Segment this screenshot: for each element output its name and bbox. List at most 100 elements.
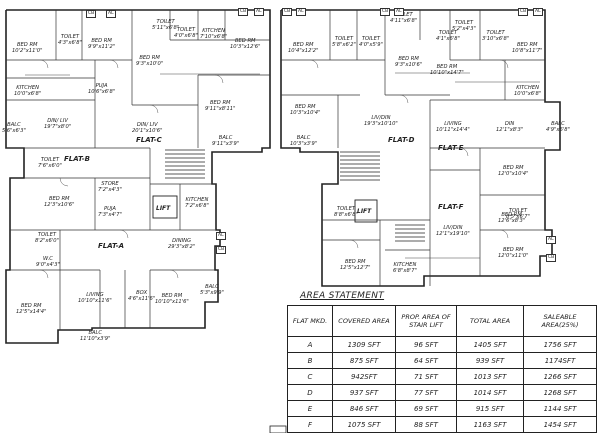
table-cell: 1756 SFT (523, 336, 597, 353)
table-cell: 1405 SFT (456, 336, 524, 353)
flat-label-a: FLAT-A (98, 242, 125, 250)
table-cell: 939 SFT (456, 352, 524, 369)
table-cell: 88 SFT (395, 416, 457, 433)
table-header-row: FLAT MKD. COVERED AREA PROP. AREA OF STA… (287, 305, 597, 337)
table-cell: 71 SFT (395, 368, 457, 385)
table-cell: E (287, 400, 333, 417)
table-cell: 875 SFT (332, 352, 396, 369)
table-cell: 846 SFT (332, 400, 396, 417)
table-cell: C (287, 368, 333, 385)
table-cell: A (287, 336, 333, 353)
table-cell: 1268 SFT (523, 384, 597, 401)
flat-label-e: FLAT-E (438, 144, 464, 152)
table-row: B 875 SFT 64 SFT 939 SFT 1174SFT (287, 352, 597, 369)
table-cell: 1014 SFT (456, 384, 524, 401)
outer-walls (5, 9, 561, 344)
table-cell: 1454 SFT (523, 416, 597, 433)
column-tag: CB (518, 8, 529, 16)
area-statement-table: FLAT MKD. COVERED AREA PROP. AREA OF STA… (287, 305, 597, 433)
interior-walls (6, 10, 545, 330)
column-tag: CB (238, 8, 249, 16)
table-cell: F (287, 416, 333, 433)
table-cell: 1075 SFT (332, 416, 396, 433)
flat-label-f: FLAT-F (438, 203, 464, 211)
column-tag: AL (254, 8, 264, 16)
column-tag: CB (546, 254, 557, 262)
table-cell: 64 SFT (395, 352, 457, 369)
table-cell: 69 SFT (395, 400, 457, 417)
column-tag: AL (546, 236, 556, 244)
column-header: FLAT MKD. (287, 305, 333, 337)
column-header: SALEABLE AREA(25%) (523, 305, 597, 337)
table-cell: 1144 SFT (523, 400, 597, 417)
table-cell: 77 SFT (395, 384, 457, 401)
table-cell: B (287, 352, 333, 369)
column-tag: CB (380, 8, 391, 16)
table-cell: 942SFT (332, 368, 396, 385)
table-cell: 937 SFT (332, 384, 396, 401)
door-swings (39, 59, 509, 279)
column-header: TOTAL AREA (456, 305, 524, 337)
table-cell: 1174SFT (523, 352, 597, 369)
flat-label-d: FLAT-D (388, 136, 415, 144)
table-cell: 1163 SFT (456, 416, 524, 433)
column-header: PROP. AREA OF STAIR LIFT (395, 305, 457, 337)
staircases (165, 149, 425, 242)
column-tag: AL (296, 8, 306, 16)
table-row: F 1075 SFT 88 SFT 1163 SFT 1454 SFT (287, 416, 597, 433)
flat-label-c: FLAT-C (136, 136, 162, 144)
dimension-lines (25, 72, 540, 259)
column-tag: CB (282, 8, 293, 16)
table-row: A 1309 SFT 96 SFT 1405 SFT 1756 SFT (287, 336, 597, 353)
column-tag: CB (86, 10, 97, 18)
column-footing (269, 425, 287, 433)
table-row: E 846 SFT 69 SFT 915 SFT 1144 SFT (287, 400, 597, 417)
column-tag: AL (394, 8, 404, 16)
area-statement-title: AREA STATEMENT (300, 291, 385, 301)
table-row: D 937 SFT 77 SFT 1014 SFT 1268 SFT (287, 384, 597, 401)
table-cell: 1013 SFT (456, 368, 524, 385)
lift-label-right: LIFT (357, 208, 372, 215)
table-cell: 915 SFT (456, 400, 524, 417)
